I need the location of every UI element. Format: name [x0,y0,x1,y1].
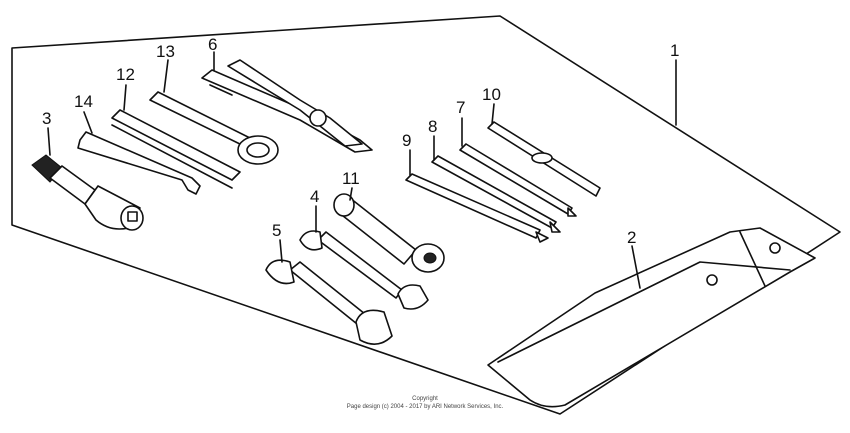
part-8-screwdriver [431,135,561,233]
callout-1: 1 [670,41,679,60]
callout-9: 9 [402,131,411,150]
tray-outline [11,15,841,415]
copyright-line-2: Page design (c) 2004 - 2017 by ARI Netwo… [347,404,504,410]
part-9-screwdriver [405,149,549,243]
part-7-screwdriver [459,117,577,217]
part-12-flat-bar [111,84,241,189]
part-11-socket [333,187,445,273]
part-5-wrench-large [265,239,393,345]
part-4-wrench-small [299,205,429,310]
callout-2: 2 [627,228,636,247]
callout-10: 10 [482,85,501,104]
callout-3: 3 [42,109,51,128]
part-14-hook-spanner [77,111,201,195]
callout-5: 5 [272,221,281,240]
callout-13: 13 [156,42,175,61]
callout-12: 12 [116,65,135,84]
part-13-box-wrench [149,59,279,165]
callout-14: 14 [74,92,93,111]
part-6-pliers [201,51,373,153]
callout-4: 4 [310,187,319,206]
callout-8: 8 [428,117,437,136]
part-2-tool-bag [487,227,816,408]
callout-6: 6 [208,35,217,54]
copyright-line-1: Copyright [412,396,438,402]
part-10-handle-bar [487,103,601,197]
part-3-plug-socket [31,127,144,231]
callout-7: 7 [456,98,465,117]
callout-11: 11 [342,169,360,188]
